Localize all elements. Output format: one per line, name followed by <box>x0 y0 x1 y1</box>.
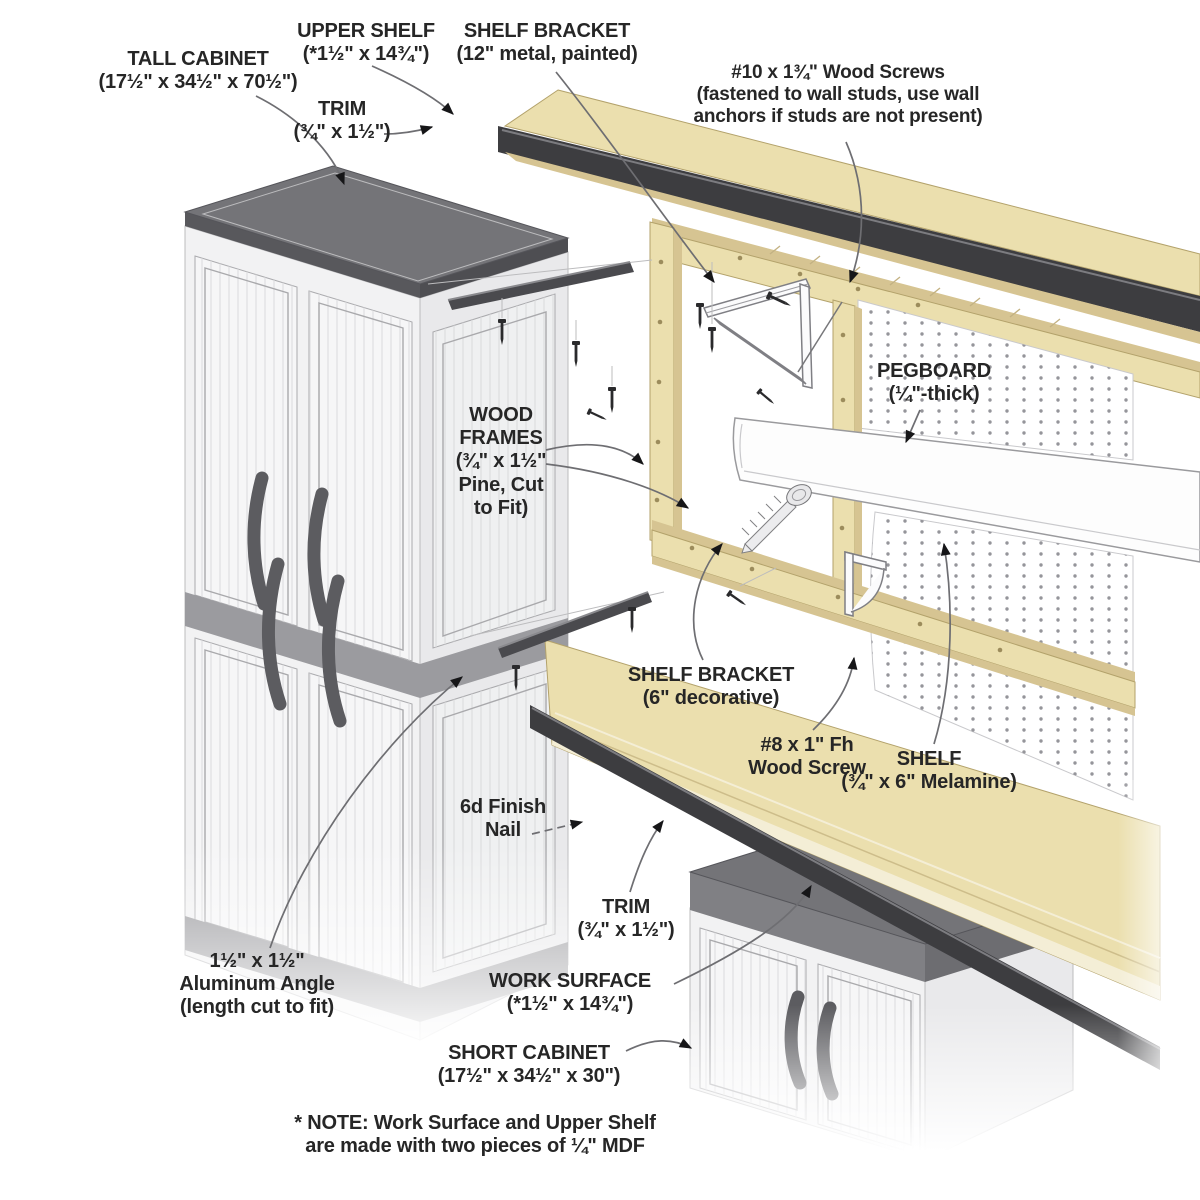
aluminum-angle-mid <box>469 591 665 658</box>
trim-top-label: TRIM(¾" x 1½") <box>293 98 391 144</box>
upper-shelf-trim <box>498 126 1200 332</box>
aluminum-angle-top <box>427 259 653 310</box>
shelf-bracket-6 <box>844 551 887 617</box>
leader-lines <box>255 65 951 1052</box>
pegboard-label: PEGBOARD(¼"-thick) <box>877 360 991 406</box>
leader-upper-shelf <box>371 65 454 115</box>
tall-cabinet-label: TALL CABINET(17½" x 34½" x 70½") <box>98 48 298 94</box>
leader-pegboard <box>905 409 921 444</box>
leader-tall-cabinet <box>255 95 345 186</box>
shelf-bracket-12-label: SHELF BRACKET(12" metal, painted) <box>456 20 638 66</box>
lag-screw <box>741 484 812 554</box>
upper-shelf <box>498 89 1200 344</box>
leader-finish-nail <box>531 819 584 835</box>
wood-frame <box>649 218 1200 801</box>
leader-wood-frames-b <box>545 463 690 509</box>
leader-wood-screws-10 <box>845 141 863 284</box>
fade-bottom-left <box>160 845 590 1125</box>
trim-rail <box>530 705 1161 1070</box>
leader-trim-bottom <box>629 820 664 893</box>
leader-shelf-bracket-6 <box>692 543 723 661</box>
melamine-shelf <box>732 417 1200 563</box>
upper-shelf-label: UPPER SHELF(*1½" x 14¾") <box>297 20 435 66</box>
leader-shelf-bracket-12 <box>555 71 715 283</box>
shelf-bracket-12 <box>702 262 843 407</box>
leader-short-cabinet <box>625 1038 693 1052</box>
shelf-melamine-label: SHELF(¾" x 6" Melamine) <box>841 748 1017 794</box>
leader-shelf-melamine <box>933 542 951 745</box>
aluminum-angle-label: 1½" x 1½"Aluminum Angle(length cut to fi… <box>179 950 335 1019</box>
wood-screws-10-label: #10 x 1¾" Wood Screws(fastened to wall s… <box>693 62 983 128</box>
fade-bottom-right <box>640 1005 1160 1200</box>
shelf-bracket-6-label: SHELF BRACKET(6" decorative) <box>627 664 795 710</box>
leader-trim-top <box>383 125 434 135</box>
work-surface-label: WORK SURFACE(*1½" x 14¾") <box>488 970 652 1016</box>
leader-aluminum-angle <box>269 676 463 949</box>
leader-work-surface <box>673 884 812 985</box>
tall-cabinet-handles <box>247 471 347 728</box>
leader-wood-screw-8 <box>812 656 858 731</box>
loose-screws <box>498 298 777 691</box>
short-cabinet-label: SHORT CABINET(17½" x 34½" x 30") <box>437 1042 621 1088</box>
leader-wood-frames-a <box>545 443 644 465</box>
trim-bottom-label: TRIM(¾" x 1½") <box>577 896 675 942</box>
fade-right-edge <box>1118 780 1200 1200</box>
